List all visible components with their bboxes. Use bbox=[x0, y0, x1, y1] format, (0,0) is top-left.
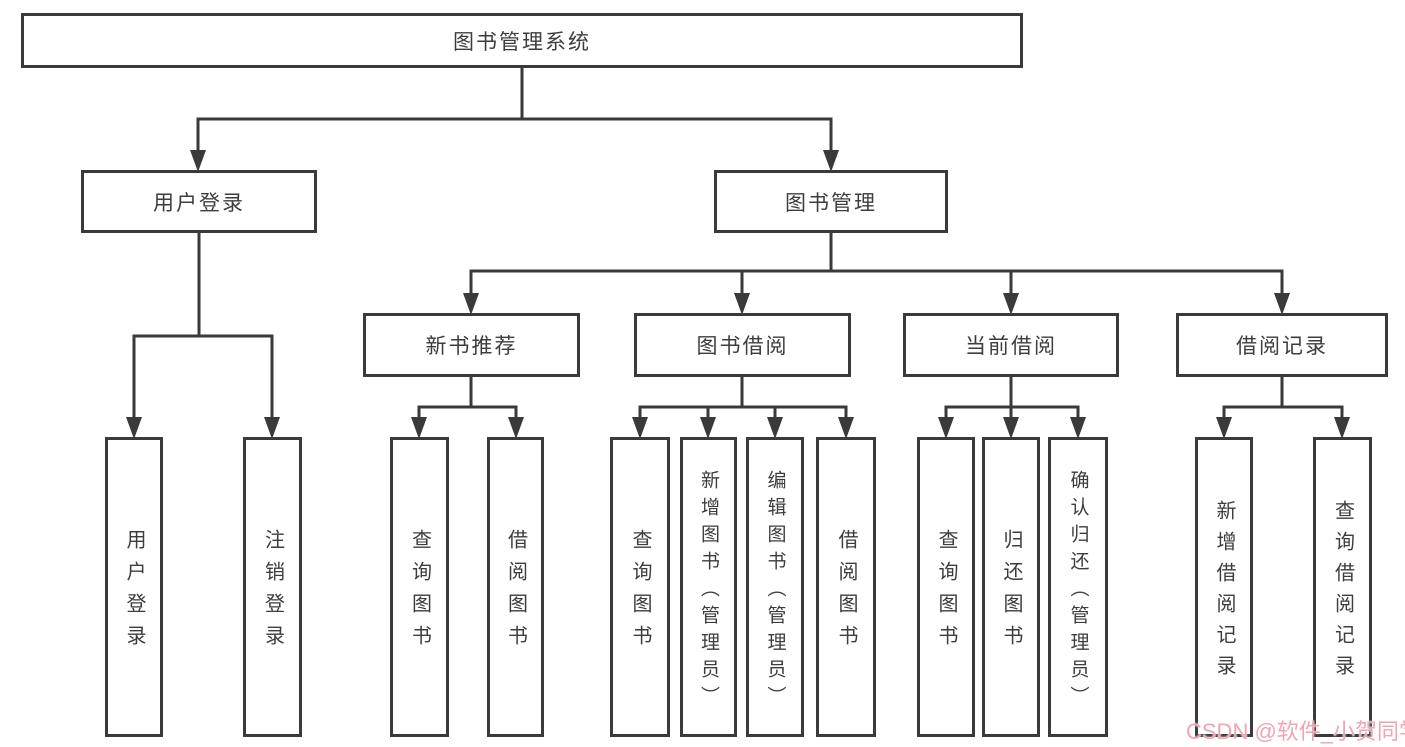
arrow-icon bbox=[700, 417, 716, 439]
arrow-icon bbox=[1216, 417, 1232, 439]
arrowheads bbox=[126, 150, 1350, 439]
arrow-icon bbox=[264, 417, 280, 439]
leaf-label: 确认归还（管理员） bbox=[1067, 469, 1089, 713]
leaf-label: 注销登录 bbox=[261, 529, 284, 657]
leaf-label: 归还图书 bbox=[1000, 529, 1022, 657]
arrow-icon bbox=[1003, 417, 1019, 439]
arrow-icon bbox=[1334, 417, 1350, 439]
leaf-label: 借阅图书 bbox=[835, 529, 857, 657]
leaf-label: 查询借阅记录 bbox=[1331, 499, 1354, 686]
leaf-label: 新增图书（管理员） bbox=[698, 469, 719, 713]
node-label: 图书管理 bbox=[785, 191, 877, 215]
node-label: 当前借阅 bbox=[965, 335, 1057, 358]
leaf-label: 查询图书 bbox=[629, 529, 651, 657]
node-label: 借阅记录 bbox=[1236, 335, 1328, 358]
node-new-book-recommend: 新书推荐 bbox=[363, 313, 580, 377]
arrow-icon bbox=[411, 417, 427, 439]
leaf-label: 查询图书 bbox=[408, 529, 431, 657]
node-borrow-record: 借阅记录 bbox=[1176, 313, 1388, 377]
connector-borrow-rail bbox=[638, 405, 848, 419]
leaf-borrow-book-recommend: 借阅图书 bbox=[487, 437, 544, 737]
leaf-add-borrow-record: 新增借阅记录 bbox=[1195, 437, 1253, 737]
arrow-icon bbox=[1003, 293, 1019, 315]
node-label: 新书推荐 bbox=[425, 335, 518, 358]
leaf-query-borrow-record: 查询借阅记录 bbox=[1313, 437, 1372, 737]
leaf-logout: 注销登录 bbox=[243, 437, 302, 737]
node-user-login: 用户登录 bbox=[81, 170, 317, 233]
leaf-label: 编辑图书（管理员） bbox=[764, 469, 786, 713]
arrow-icon bbox=[190, 150, 206, 172]
node-label: 用户登录 bbox=[153, 191, 245, 215]
leaf-query-book-recommend: 查询图书 bbox=[390, 437, 449, 737]
connector-login-rail bbox=[132, 334, 274, 419]
arrow-icon bbox=[767, 417, 783, 439]
leaf-label: 借阅图书 bbox=[504, 529, 527, 657]
node-book-management: 图书管理 bbox=[714, 170, 948, 233]
arrow-icon bbox=[838, 417, 854, 439]
arrow-icon bbox=[1274, 293, 1290, 315]
leaf-query-book-current: 查询图书 bbox=[917, 437, 975, 737]
leaf-label: 用户登录 bbox=[123, 529, 145, 657]
arrow-icon bbox=[1070, 417, 1086, 439]
connector-strokes bbox=[132, 68, 1344, 419]
arrow-icon bbox=[734, 293, 750, 315]
node-book-borrow: 图书借阅 bbox=[634, 313, 851, 377]
arrow-icon bbox=[126, 417, 142, 439]
arrow-icon bbox=[938, 417, 954, 439]
connector-mgmt-rail bbox=[469, 269, 1284, 295]
leaf-return-book: 归还图书 bbox=[982, 437, 1040, 737]
node-current-borrow: 当前借阅 bbox=[903, 313, 1119, 377]
connector-root-rail bbox=[196, 117, 833, 152]
leaf-user-login: 用户登录 bbox=[105, 437, 163, 737]
connector-record-rail bbox=[1222, 405, 1344, 419]
arrow-icon bbox=[508, 417, 524, 439]
csdn-watermark: CSDN @软件_小贺同学 bbox=[1186, 719, 1405, 744]
leaf-add-book-admin: 新增图书（管理员） bbox=[680, 437, 737, 737]
leaf-confirm-return-admin: 确认归还（管理员） bbox=[1048, 437, 1108, 737]
arrow-icon bbox=[463, 293, 479, 315]
arrow-icon bbox=[632, 417, 648, 439]
leaf-label: 新增借阅记录 bbox=[1213, 499, 1235, 686]
node-root-label: 图书管理系统 bbox=[453, 30, 591, 54]
node-root: 图书管理系统 bbox=[21, 13, 1023, 68]
leaf-label: 查询图书 bbox=[935, 529, 957, 657]
node-label: 图书借阅 bbox=[696, 335, 789, 358]
arrow-icon bbox=[823, 150, 839, 172]
leaf-query-book-borrow: 查询图书 bbox=[610, 437, 670, 737]
connector-recommend-rail bbox=[417, 405, 518, 419]
leaf-edit-book-admin: 编辑图书（管理员） bbox=[746, 437, 804, 737]
leaf-borrow-book: 借阅图书 bbox=[816, 437, 876, 737]
